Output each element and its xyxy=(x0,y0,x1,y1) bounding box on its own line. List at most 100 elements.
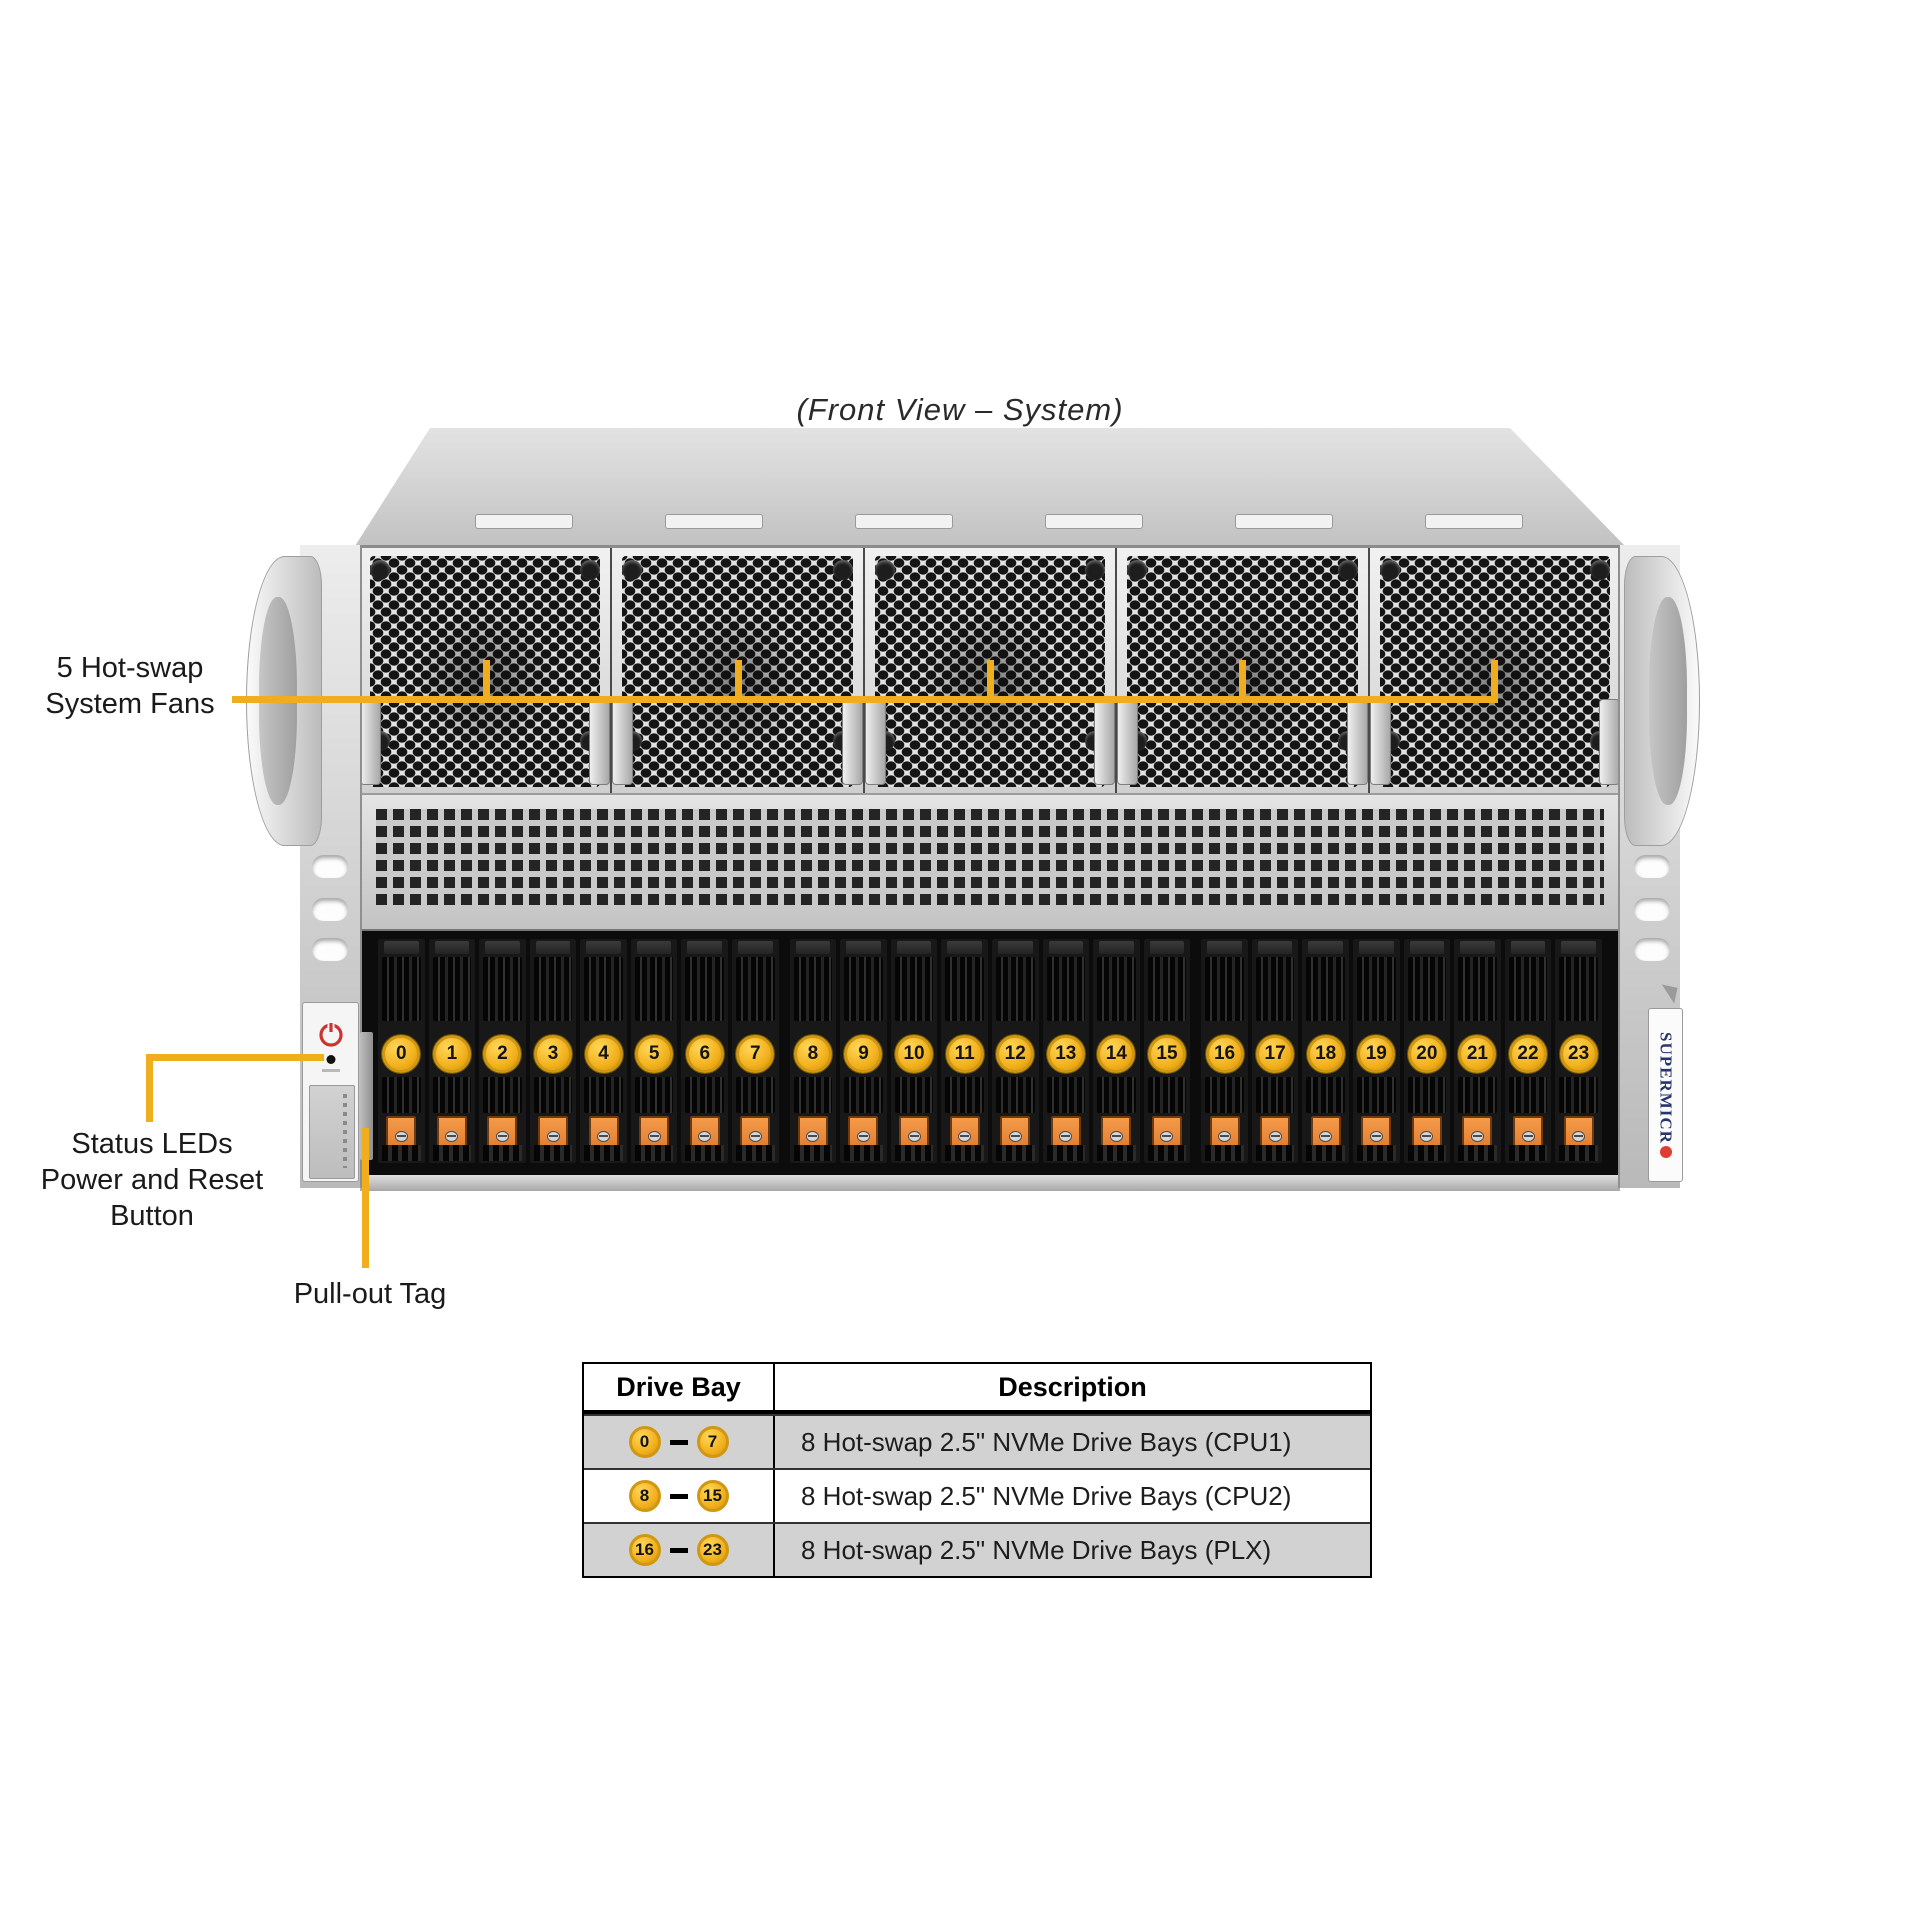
right-ear-handle-recess xyxy=(1649,597,1687,805)
tray-vent-slots xyxy=(1356,1145,1396,1161)
bay-range-dash xyxy=(669,1493,688,1499)
tray-handle-notch xyxy=(738,941,773,954)
fans-label-line1: 5 Hot-swap xyxy=(56,652,204,684)
fans-annotation-line xyxy=(232,696,1498,703)
pull-out-tag xyxy=(309,1085,355,1179)
tray-vent-slots xyxy=(533,957,573,1021)
tray-handle-notch xyxy=(1561,941,1596,954)
drive-tray: 2 xyxy=(479,939,526,1163)
tray-vent-slots xyxy=(634,1145,674,1161)
drive-tray: 7 xyxy=(732,939,779,1163)
latch-screw-icon xyxy=(445,1131,459,1142)
bay-range-start-badge: 0 xyxy=(628,1426,661,1458)
tray-vent-slots xyxy=(844,957,883,1021)
power-icon xyxy=(318,1022,343,1047)
drive-number-badge: 18 xyxy=(1306,1035,1345,1073)
tray-vent-slots xyxy=(1097,957,1136,1021)
fan-tick xyxy=(735,660,742,700)
tray-handle-notch xyxy=(1308,941,1343,954)
tray-vent-slots xyxy=(1046,1145,1086,1161)
fan-latch-tab xyxy=(1369,699,1391,785)
tray-handle-notch xyxy=(1257,941,1293,954)
fan-latch-tab xyxy=(1346,699,1368,785)
drive-tray: 11 xyxy=(941,939,988,1163)
bay-range-end-badge: 7 xyxy=(696,1426,729,1458)
drive-number-badge: 16 xyxy=(1205,1035,1244,1073)
bay-range-start-badge: 16 xyxy=(628,1534,661,1566)
tray-vent-slots xyxy=(1205,1145,1244,1161)
pull-out-tag-marks xyxy=(343,1094,347,1168)
latch-screw-icon xyxy=(1521,1131,1535,1142)
bay-range-end-badge: 23 xyxy=(696,1534,729,1566)
latch-screw-icon xyxy=(394,1131,408,1142)
tray-vent-slots xyxy=(584,1145,623,1161)
drive-number-badge: 3 xyxy=(534,1035,573,1073)
chassis-top-face xyxy=(355,428,1625,546)
tray-vent-slots xyxy=(685,1145,725,1161)
drive-tray: 20 xyxy=(1403,939,1451,1163)
tray-handle-notch xyxy=(795,941,831,954)
tray-handle-notch xyxy=(434,941,470,954)
tray-vent-slots xyxy=(1356,957,1396,1021)
tray-vent-slots xyxy=(432,1077,472,1113)
tray-vent-slots xyxy=(1147,957,1187,1021)
latch-screw-icon xyxy=(495,1131,509,1142)
tray-vent-slots xyxy=(1205,957,1244,1021)
top-notch xyxy=(1235,514,1333,529)
latch-screw-icon xyxy=(1008,1131,1022,1142)
ear-mounting-hole xyxy=(1634,898,1670,921)
tray-vent-slots xyxy=(793,1077,833,1113)
header-description: Description xyxy=(998,1371,1147,1402)
drive-tray: 8 xyxy=(789,939,837,1163)
ear-mounting-hole xyxy=(1634,938,1670,961)
header-drive-bay: Drive Bay xyxy=(584,1364,775,1410)
fan-tick xyxy=(483,660,490,700)
fan-screw-icon xyxy=(832,560,853,580)
latch-screw-icon xyxy=(958,1131,972,1142)
status-label: Status LEDs Power and Reset Button xyxy=(14,1126,290,1234)
latch-screw-icon xyxy=(1218,1131,1232,1142)
tray-vent-slots xyxy=(533,1145,573,1161)
tray-vent-slots xyxy=(995,1145,1035,1161)
tray-vent-slots xyxy=(736,1077,775,1113)
top-notch xyxy=(1425,514,1523,529)
status-label-line2: Power and Reset xyxy=(40,1164,264,1196)
fan-module xyxy=(862,548,1116,793)
fan-screw-icon xyxy=(370,560,390,580)
reset-button xyxy=(326,1055,335,1064)
fan-latch-tab xyxy=(360,699,381,785)
latch-screw-icon xyxy=(1369,1131,1383,1142)
tray-vent-slots xyxy=(432,1145,472,1161)
tray-vent-slots xyxy=(1255,1077,1295,1113)
tray-vent-slots xyxy=(844,1077,883,1113)
top-notch xyxy=(665,514,763,529)
tray-handle-notch xyxy=(947,941,982,954)
fan-screw-icon xyxy=(580,560,601,580)
drive-number-badge: 8 xyxy=(793,1035,832,1073)
tray-vent-slots xyxy=(483,1077,522,1113)
pullout-annotation-line xyxy=(362,1128,369,1268)
tray-vent-slots xyxy=(945,1145,984,1161)
top-notch xyxy=(855,514,953,529)
fan-screw-icon xyxy=(1337,560,1358,580)
drive-tray: 19 xyxy=(1352,939,1400,1163)
drive-tray: 12 xyxy=(991,939,1039,1163)
tray-vent-slots xyxy=(1508,1145,1548,1161)
tray-vent-slots xyxy=(894,1145,934,1161)
tray-vent-slots xyxy=(1205,1077,1244,1113)
drive-tray: 18 xyxy=(1302,939,1349,1163)
tray-vent-slots xyxy=(1097,1145,1136,1161)
row-description: 8 Hot-swap 2.5" NVMe Drive Bays (CPU2) xyxy=(801,1480,1292,1511)
tray-vent-slots xyxy=(1458,1077,1497,1113)
tray-vent-slots xyxy=(793,957,833,1021)
tray-vent-slots xyxy=(1458,1145,1497,1161)
bay-range-cell: 16 23 xyxy=(584,1524,775,1576)
tray-vent-slots xyxy=(685,957,725,1021)
drive-number-badge: 2 xyxy=(483,1035,522,1073)
tray-vent-slots xyxy=(945,957,984,1021)
tray-vent-slots xyxy=(793,1145,833,1161)
drive-number-badge: 7 xyxy=(736,1035,775,1073)
supermicro-logo-text: SUPERMICR xyxy=(1656,1032,1676,1144)
fans-label-line2: System Fans xyxy=(45,688,215,720)
tray-vent-slots xyxy=(1407,1145,1447,1161)
